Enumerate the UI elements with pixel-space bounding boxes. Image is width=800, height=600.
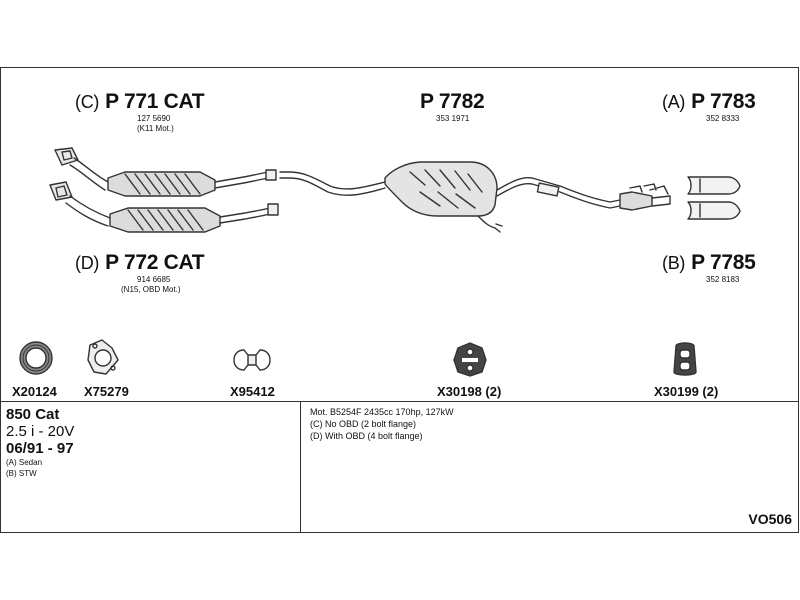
vehicle-model: 850 Cat [6, 406, 60, 423]
section-divider [0, 401, 799, 402]
part-note: (N15, OBD Mot.) [121, 285, 181, 294]
middle-silencer-p7782 [279, 161, 503, 233]
note-line: (D) With OBD (4 bolt flange) [310, 431, 423, 441]
note-line: (C) No OBD (2 bolt flange) [310, 419, 417, 429]
accessory-label: X75279 [84, 384, 129, 399]
vehicle-engine: 2.5 i - 20V [6, 423, 75, 440]
tailpipe-b [687, 201, 741, 220]
variant-a: (A) Sedan [6, 458, 43, 467]
diagram-code: VO506 [748, 511, 792, 527]
part-label-p7785: (B)P 7785 352 8183 [662, 251, 756, 285]
part-title: (A)P 7783 [662, 90, 756, 113]
part-title: P 7782 [420, 90, 485, 113]
gasket-ring-icon [19, 341, 53, 375]
part-number: 353 1971 [436, 114, 470, 123]
part-number: 352 8183 [706, 275, 740, 284]
part-label-p772: (D)P 772 CAT 914 6685 (N15, OBD Mot.) [75, 251, 205, 295]
accessory-label: X20124 [12, 384, 57, 399]
engine-notes: Mot. B5254F 2435cc 170hp, 127kW (C) No O… [310, 406, 454, 442]
accessory-label: X30199 (2) [654, 384, 719, 399]
vehicle-info: 850 Cat 2.5 i - 20V 06/91 - 97 (A) Sedan… [6, 406, 74, 479]
catalytic-converter-p771 [54, 147, 277, 197]
part-title: (D)P 772 CAT [75, 251, 205, 274]
part-label-p771: (C)P 771 CAT 127 5690 (K11 Mot.) [75, 90, 205, 134]
accessory-label: X95412 [230, 384, 275, 399]
rubber-hanger-icon [453, 342, 487, 377]
part-title: (B)P 7785 [662, 251, 756, 274]
rear-silencer-p7783 [496, 176, 671, 211]
catalytic-converter-p772 [49, 181, 279, 233]
clamp-icon [233, 349, 271, 371]
flange-gasket-icon [87, 339, 119, 375]
part-label-p7782: P 7782 353 1971 [420, 90, 485, 124]
diagram-frame [0, 67, 799, 533]
part-number: 914 6685 [137, 275, 171, 284]
column-divider [300, 401, 301, 533]
note-line: Mot. B5254F 2435cc 170hp, 127kW [310, 407, 454, 417]
part-note: (K11 Mot.) [137, 124, 174, 133]
part-number: 127 5690 [137, 114, 171, 123]
part-number: 352 8333 [706, 114, 740, 123]
variant-b: (B) STW [6, 469, 37, 478]
vehicle-years: 06/91 - 97 [6, 440, 74, 457]
part-title: (C)P 771 CAT [75, 90, 205, 113]
tailpipe-a [687, 176, 741, 195]
part-label-p7783: (A)P 7783 352 8333 [662, 90, 756, 124]
rubber-ring-hanger-icon [673, 342, 697, 376]
accessory-label: X30198 (2) [437, 384, 502, 399]
